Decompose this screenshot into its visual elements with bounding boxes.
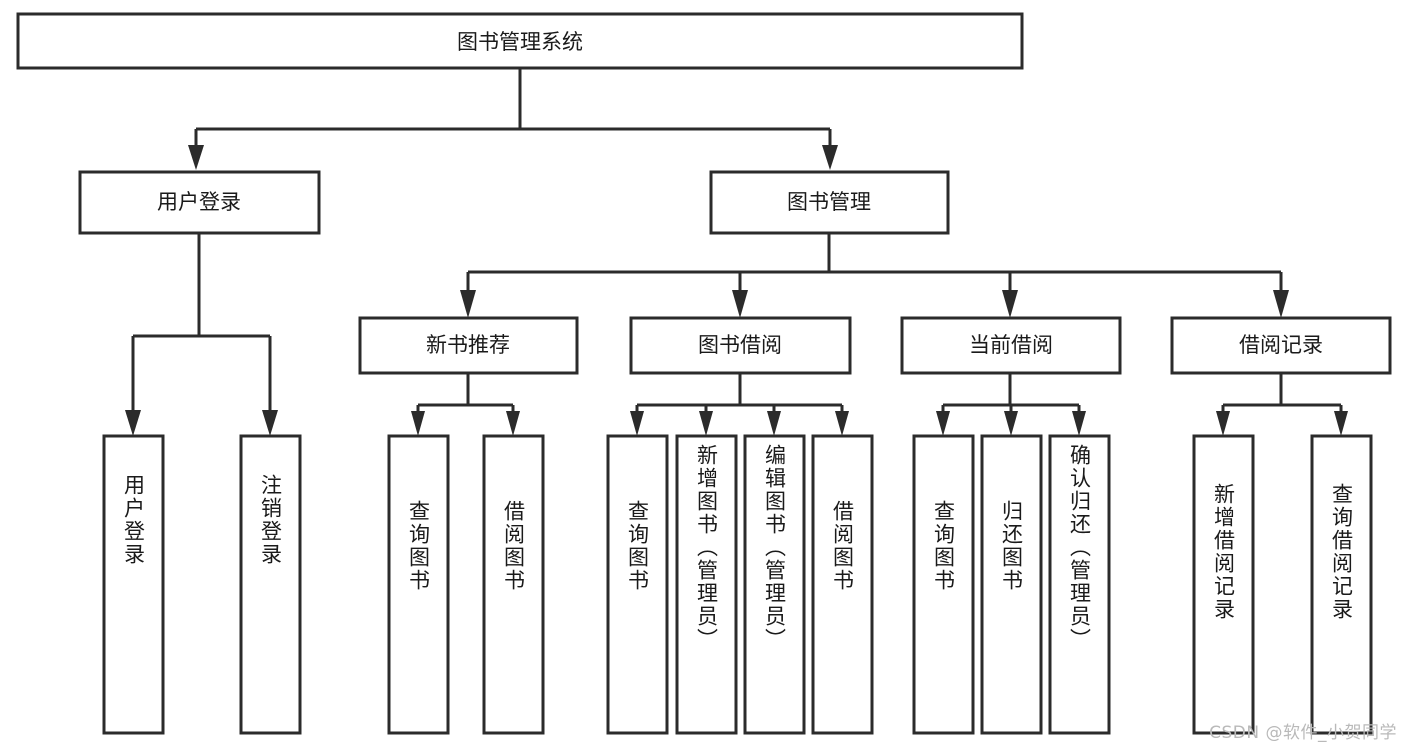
node-label-current-borrow: 当前借阅 (969, 333, 1053, 357)
arrow-user-login-to-leaf-2 (262, 410, 278, 436)
node-box-new-book-recommend[interactable] (358, 316, 579, 375)
node-box-book-management[interactable] (709, 170, 950, 235)
arrow-records-to-leaf-1 (1216, 411, 1230, 436)
arrow-root-to-book-mgmt (822, 145, 838, 170)
node-label-user-login: 用户登录 (157, 190, 241, 214)
arrow-new-book-to-leaf-1 (411, 411, 425, 436)
arrow-book-mgmt-to-records (1273, 290, 1289, 318)
node-box-leaf-return-book[interactable] (980, 434, 1043, 735)
arrow-root-to-user-login (188, 145, 204, 170)
arrow-records-to-leaf-2 (1334, 411, 1348, 436)
node-box-leaf-borrow-book[interactable] (811, 434, 874, 735)
node-box-leaf-confirm-return-admin[interactable] (1048, 434, 1111, 735)
node-box-borrow-records[interactable] (1170, 316, 1392, 375)
arrow-new-book-to-leaf-2 (506, 411, 520, 436)
arrow-book-mgmt-to-new-book (460, 290, 476, 318)
arrow-user-login-to-leaf-1 (125, 410, 141, 436)
node-label-new-book-recommend: 新书推荐 (426, 333, 510, 357)
node-box-current-borrow[interactable] (900, 316, 1122, 375)
node-box-user-login[interactable] (78, 170, 321, 235)
arrow-borrow-to-leaf-3 (767, 411, 781, 436)
node-label-root-system: 图书管理系统 (457, 30, 583, 54)
node-label-borrow-records: 借阅记录 (1239, 333, 1323, 357)
arrow-current-to-leaf-3 (1072, 411, 1086, 436)
node-box-leaf-add-book-admin[interactable] (675, 434, 738, 735)
node-label-book-management: 图书管理 (787, 190, 871, 214)
arrow-borrow-to-leaf-1 (630, 411, 644, 436)
arrow-current-to-leaf-2 (1004, 411, 1018, 436)
arrow-borrow-to-leaf-2 (699, 411, 713, 436)
node-box-leaf-borrow-book-new[interactable] (482, 434, 545, 735)
node-box-book-borrow[interactable] (629, 316, 852, 375)
node-box-root-system[interactable] (16, 12, 1024, 70)
csdn-watermark: CSDN @软件_小贺同学 (1209, 723, 1397, 743)
arrow-current-to-leaf-1 (936, 411, 950, 436)
nodes-layer: 图书管理系统 用户登录 图书管理 新书推荐 图书借阅 当前借阅 借阅记录 (16, 12, 1392, 735)
arrow-book-mgmt-to-current (1002, 290, 1018, 318)
arrow-borrow-to-leaf-4 (835, 411, 849, 436)
arrow-book-mgmt-to-borrow (732, 290, 748, 318)
node-box-leaf-user-login[interactable] (102, 434, 165, 735)
node-box-leaf-logout[interactable] (239, 434, 302, 735)
node-box-leaf-query-book-current[interactable] (912, 434, 975, 735)
node-box-leaf-query-borrow-record[interactable] (1310, 434, 1373, 735)
connectors-layer (125, 68, 1348, 436)
node-box-leaf-query-book-borrow[interactable] (606, 434, 669, 735)
node-box-leaf-query-book-new[interactable] (387, 434, 450, 735)
node-label-book-borrow: 图书借阅 (698, 333, 782, 357)
node-box-leaf-add-borrow-record[interactable] (1192, 434, 1255, 735)
node-box-leaf-edit-book-admin[interactable] (743, 434, 806, 735)
